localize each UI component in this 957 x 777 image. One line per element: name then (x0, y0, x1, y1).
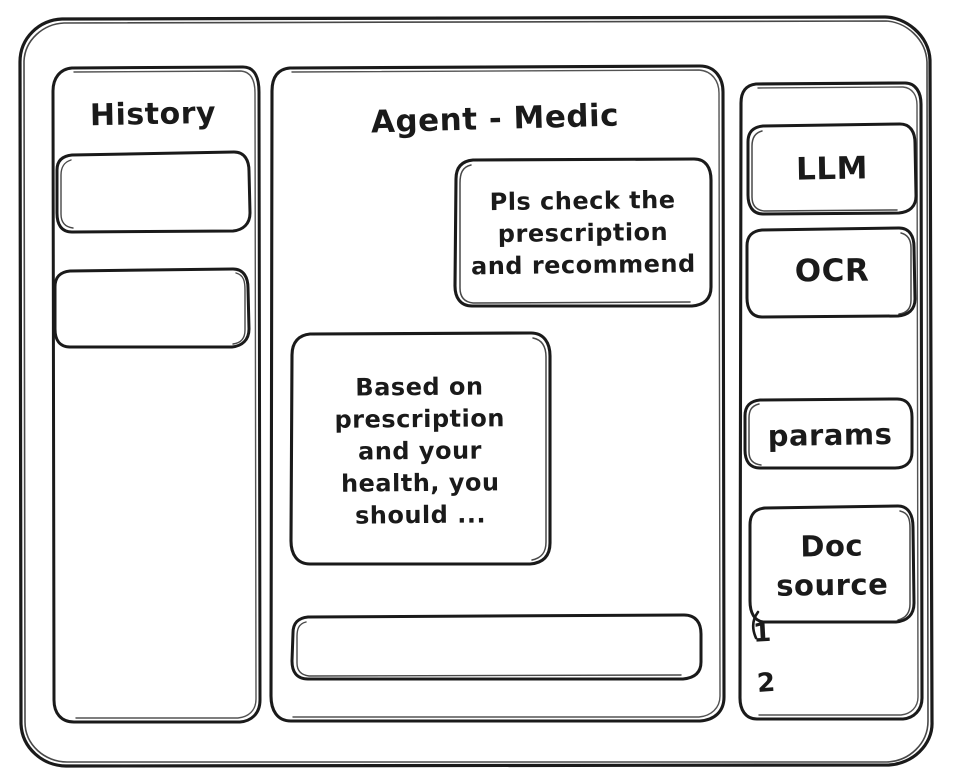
history-item-2[interactable] (55, 269, 249, 347)
doc-source-item-2[interactable]: 2 (755, 667, 777, 699)
params-card[interactable]: params (767, 416, 893, 453)
doc-source-card[interactable]: Doc source (776, 528, 889, 603)
llm-card[interactable]: LLM (795, 150, 869, 188)
history-item-1[interactable] (57, 152, 250, 232)
ocr-card[interactable]: OCR (794, 252, 870, 290)
page-title: Agent - Medic (370, 97, 620, 141)
message-input[interactable] (292, 615, 701, 679)
doc-source-item-1[interactable]: 1 (752, 617, 773, 649)
chat-message-agent: Based on prescription and your health, y… (334, 372, 505, 530)
chat-message-user: Pls check the prescription and recommend (470, 185, 696, 281)
history-panel-title: History (89, 95, 217, 134)
